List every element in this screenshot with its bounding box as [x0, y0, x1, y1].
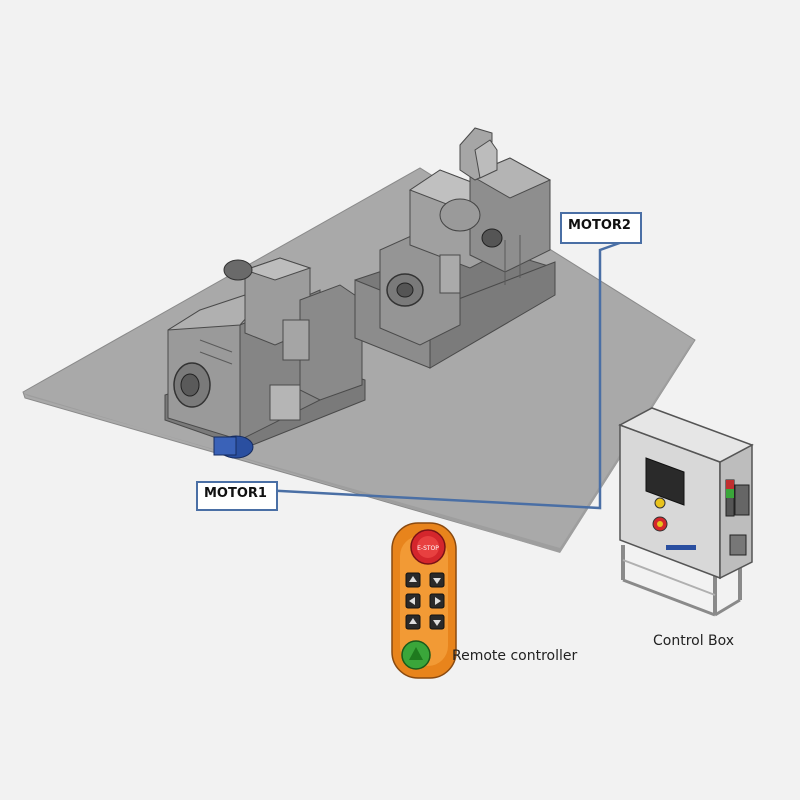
- motor2-label: MOTOR2: [560, 212, 642, 244]
- machine-1: [164, 257, 366, 459]
- control-box: [618, 407, 754, 617]
- estop-text: E-STOP: [417, 545, 439, 552]
- machine-2: [354, 127, 556, 369]
- control-box-caption: Control Box: [653, 633, 735, 649]
- wire-motor1-to-box: [261, 238, 629, 510]
- remote-controller: E-STOP: [391, 522, 457, 679]
- motor1-label: MOTOR1: [196, 481, 278, 511]
- control-box-yellow-button: [654, 497, 666, 509]
- remote-controller-caption: Remote controller: [452, 648, 578, 664]
